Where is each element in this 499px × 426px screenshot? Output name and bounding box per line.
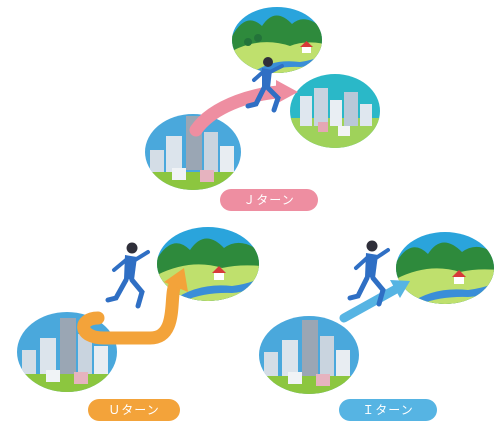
u-turn-arrow [77, 277, 183, 345]
j-turn-arrow-head [276, 80, 298, 104]
running-businessman-icon [245, 57, 284, 113]
i-turn-arrow-head [390, 280, 410, 298]
town-globe-icon [290, 74, 380, 148]
u-turn-group [17, 227, 259, 392]
running-businessman-icon [347, 240, 390, 307]
countryside-globe-icon [396, 232, 494, 304]
u-turn-label: Ｕターン [88, 399, 180, 421]
city-globe-icon [259, 316, 359, 394]
countryside-globe-icon [232, 7, 322, 73]
running-businessman-icon [105, 242, 150, 309]
i-turn-arrow [339, 283, 403, 323]
j-turn-label: Ｊターン [220, 189, 318, 211]
u-turn-arrow-head [164, 268, 188, 292]
j-turn-arrow [189, 85, 289, 137]
city-globe-icon [17, 312, 117, 392]
i-turn-label: Ｉターン [339, 399, 437, 421]
j-turn-group [145, 7, 380, 190]
i-turn-group [259, 232, 494, 394]
